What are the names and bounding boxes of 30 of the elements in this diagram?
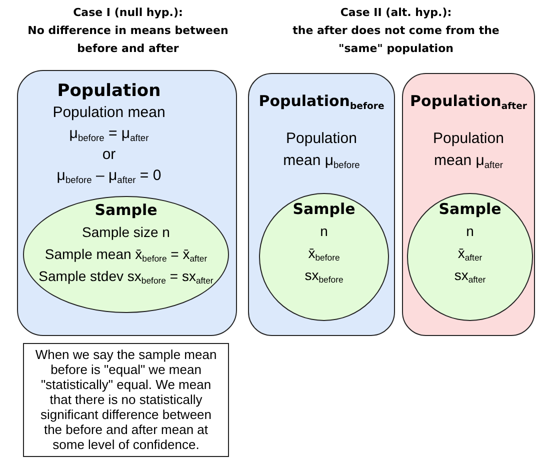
equation-text: Sample mean x̄$_{before}$ = x̄$_{after}$ [44, 245, 208, 265]
case-description: No difference in means between before and after [26, 23, 230, 57]
note-box [23, 343, 229, 457]
population-box [402, 73, 535, 336]
variable-text: n [320, 222, 328, 241]
description-text: Sample size n [82, 223, 170, 242]
sample-title: Sample [292, 199, 356, 220]
variable-text: x̄$_{after}$ [458, 244, 482, 264]
sample-title: Sample [94, 200, 158, 221]
population-box [248, 73, 395, 336]
case-description: the after does not come from the "same" population [292, 23, 500, 57]
description-text: Population mean [52, 103, 166, 123]
population-box [17, 70, 237, 336]
variable-text: x̄$_{before}$ [308, 244, 340, 264]
description-text: Population mean μ$_{before}$ [282, 129, 361, 172]
case-heading: Case I (null hyp.): [73, 5, 183, 21]
population-title: Population$_{before}$ [258, 91, 384, 113]
conjunction-text: or [102, 145, 116, 165]
population-title: Population$_{after}$ [410, 91, 527, 113]
sample-title: Sample [438, 199, 502, 220]
population-title: Population [57, 80, 161, 102]
equation-text: Sample stdev sx$_{before}$ = sx$_{after}$ [38, 267, 214, 287]
variable-text: n [466, 222, 474, 241]
case-heading: Case II (alt. hyp.): [340, 5, 452, 21]
equation-text: μ$_{before}$ = μ$_{after}$ [69, 124, 149, 144]
variable-text: sx$_{before}$ [304, 266, 344, 286]
variable-text: sx$_{after}$ [454, 266, 486, 286]
note-text: When we say the sample mean before is "equal" we mean "statistically" equal. We mean that there is no statistically significant difference between the before and after mean at some level of confidence. [34, 347, 218, 452]
equation-text: μ$_{before}$ – μ$_{after}$ = 0 [56, 166, 162, 186]
description-text: Population mean μ$_{after}$ [432, 129, 505, 172]
